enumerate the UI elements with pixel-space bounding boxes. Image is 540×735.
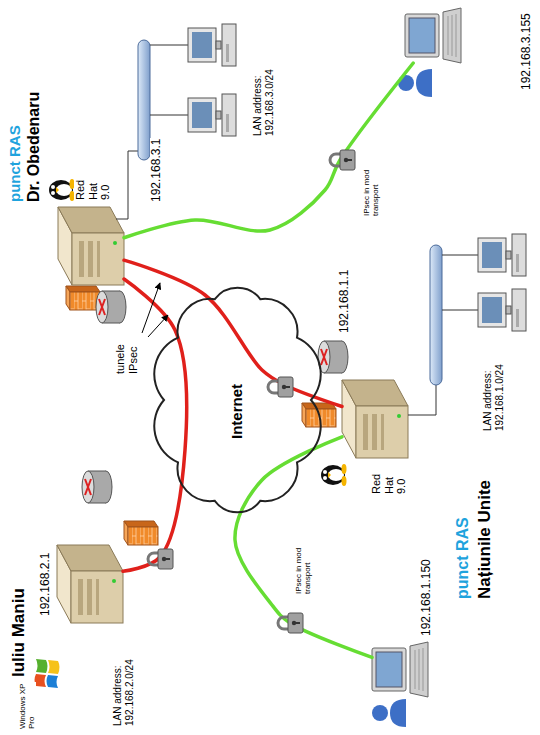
site-name: Iuliu Maniu (9, 587, 29, 678)
ip-address: 192.168.3.1 (150, 138, 164, 203)
server-icon (57, 545, 123, 623)
ipsec-note: IPsec in mod transport (294, 535, 312, 595)
server-node: Iuliu Maniu192.168.2.1 (57, 545, 123, 623)
server-node: punct RASDr. Obedenaru192.168.3.1 (58, 207, 124, 285)
ipsec-lock (268, 377, 293, 397)
lan-bus (138, 40, 150, 160)
router-icon (96, 291, 126, 323)
user-icon (372, 699, 406, 727)
pointer-arrow (142, 283, 160, 333)
lan-address: LAN address: 192.168.3.0/24 (252, 51, 275, 137)
site-name: Națiunile Unite (475, 479, 495, 600)
ip-address: 192.168.1.150 (420, 558, 434, 637)
lan-cable (408, 385, 436, 415)
ipsec-lock (148, 549, 173, 569)
windows-logo (35, 659, 60, 688)
linux-penguin (321, 464, 347, 486)
ip-address: 192.168.1.1 (338, 269, 352, 334)
lan-cable (150, 45, 188, 115)
cloud-label: Internet (228, 383, 245, 440)
role-label: punct RAS (454, 516, 472, 600)
ip-address: 192.168.2.1 (39, 552, 53, 617)
workstation-icon (478, 289, 526, 331)
laptop-node: 192.168.3.155 (405, 8, 463, 63)
laptop-icon (405, 8, 461, 63)
role-label: punct RAS (6, 124, 23, 203)
workstation-icon (478, 234, 526, 276)
cloud-shape (154, 288, 320, 513)
lan-bus (430, 245, 442, 385)
server-node: punct RASNațiunile Unite192.168.1.1 (342, 380, 408, 458)
firewall-icon (66, 286, 100, 310)
ipsec-lock (278, 613, 303, 633)
firewall-icon (124, 521, 158, 545)
lan-cable (442, 255, 478, 310)
workstation-icon (188, 24, 236, 66)
workstation-icon (188, 94, 236, 136)
laptop-node: 192.168.1.150 (372, 642, 430, 697)
lan-address: LAN address: 192.168.2.0/24 (112, 641, 135, 727)
tunnel-note: tunele IPsec (114, 343, 139, 375)
linux-penguin (49, 179, 75, 201)
server-icon (342, 380, 408, 458)
ipsec-note: IPsec in mod transport (362, 157, 380, 217)
laptop-icon (372, 642, 428, 697)
router-icon (318, 341, 348, 373)
server-icon (58, 207, 124, 285)
os-label: Red Hat 9.0 (370, 473, 408, 495)
ip-address: 192.168.3.155 (520, 12, 534, 91)
internet-cloud: Internet (150, 280, 325, 520)
os-label: Red Hat 9.0 (74, 179, 112, 201)
lan-address: LAN address: 192.168.1.0/24 (482, 346, 505, 432)
ipsec-lock (330, 150, 355, 170)
os-label: Windows XP Pro (18, 682, 36, 730)
site-name: Dr. Obedenaru (25, 91, 43, 203)
lan-cable (116, 151, 138, 219)
ipsec-transport-link (235, 437, 372, 658)
pointer-arrow (148, 315, 168, 337)
router-icon (82, 471, 112, 503)
